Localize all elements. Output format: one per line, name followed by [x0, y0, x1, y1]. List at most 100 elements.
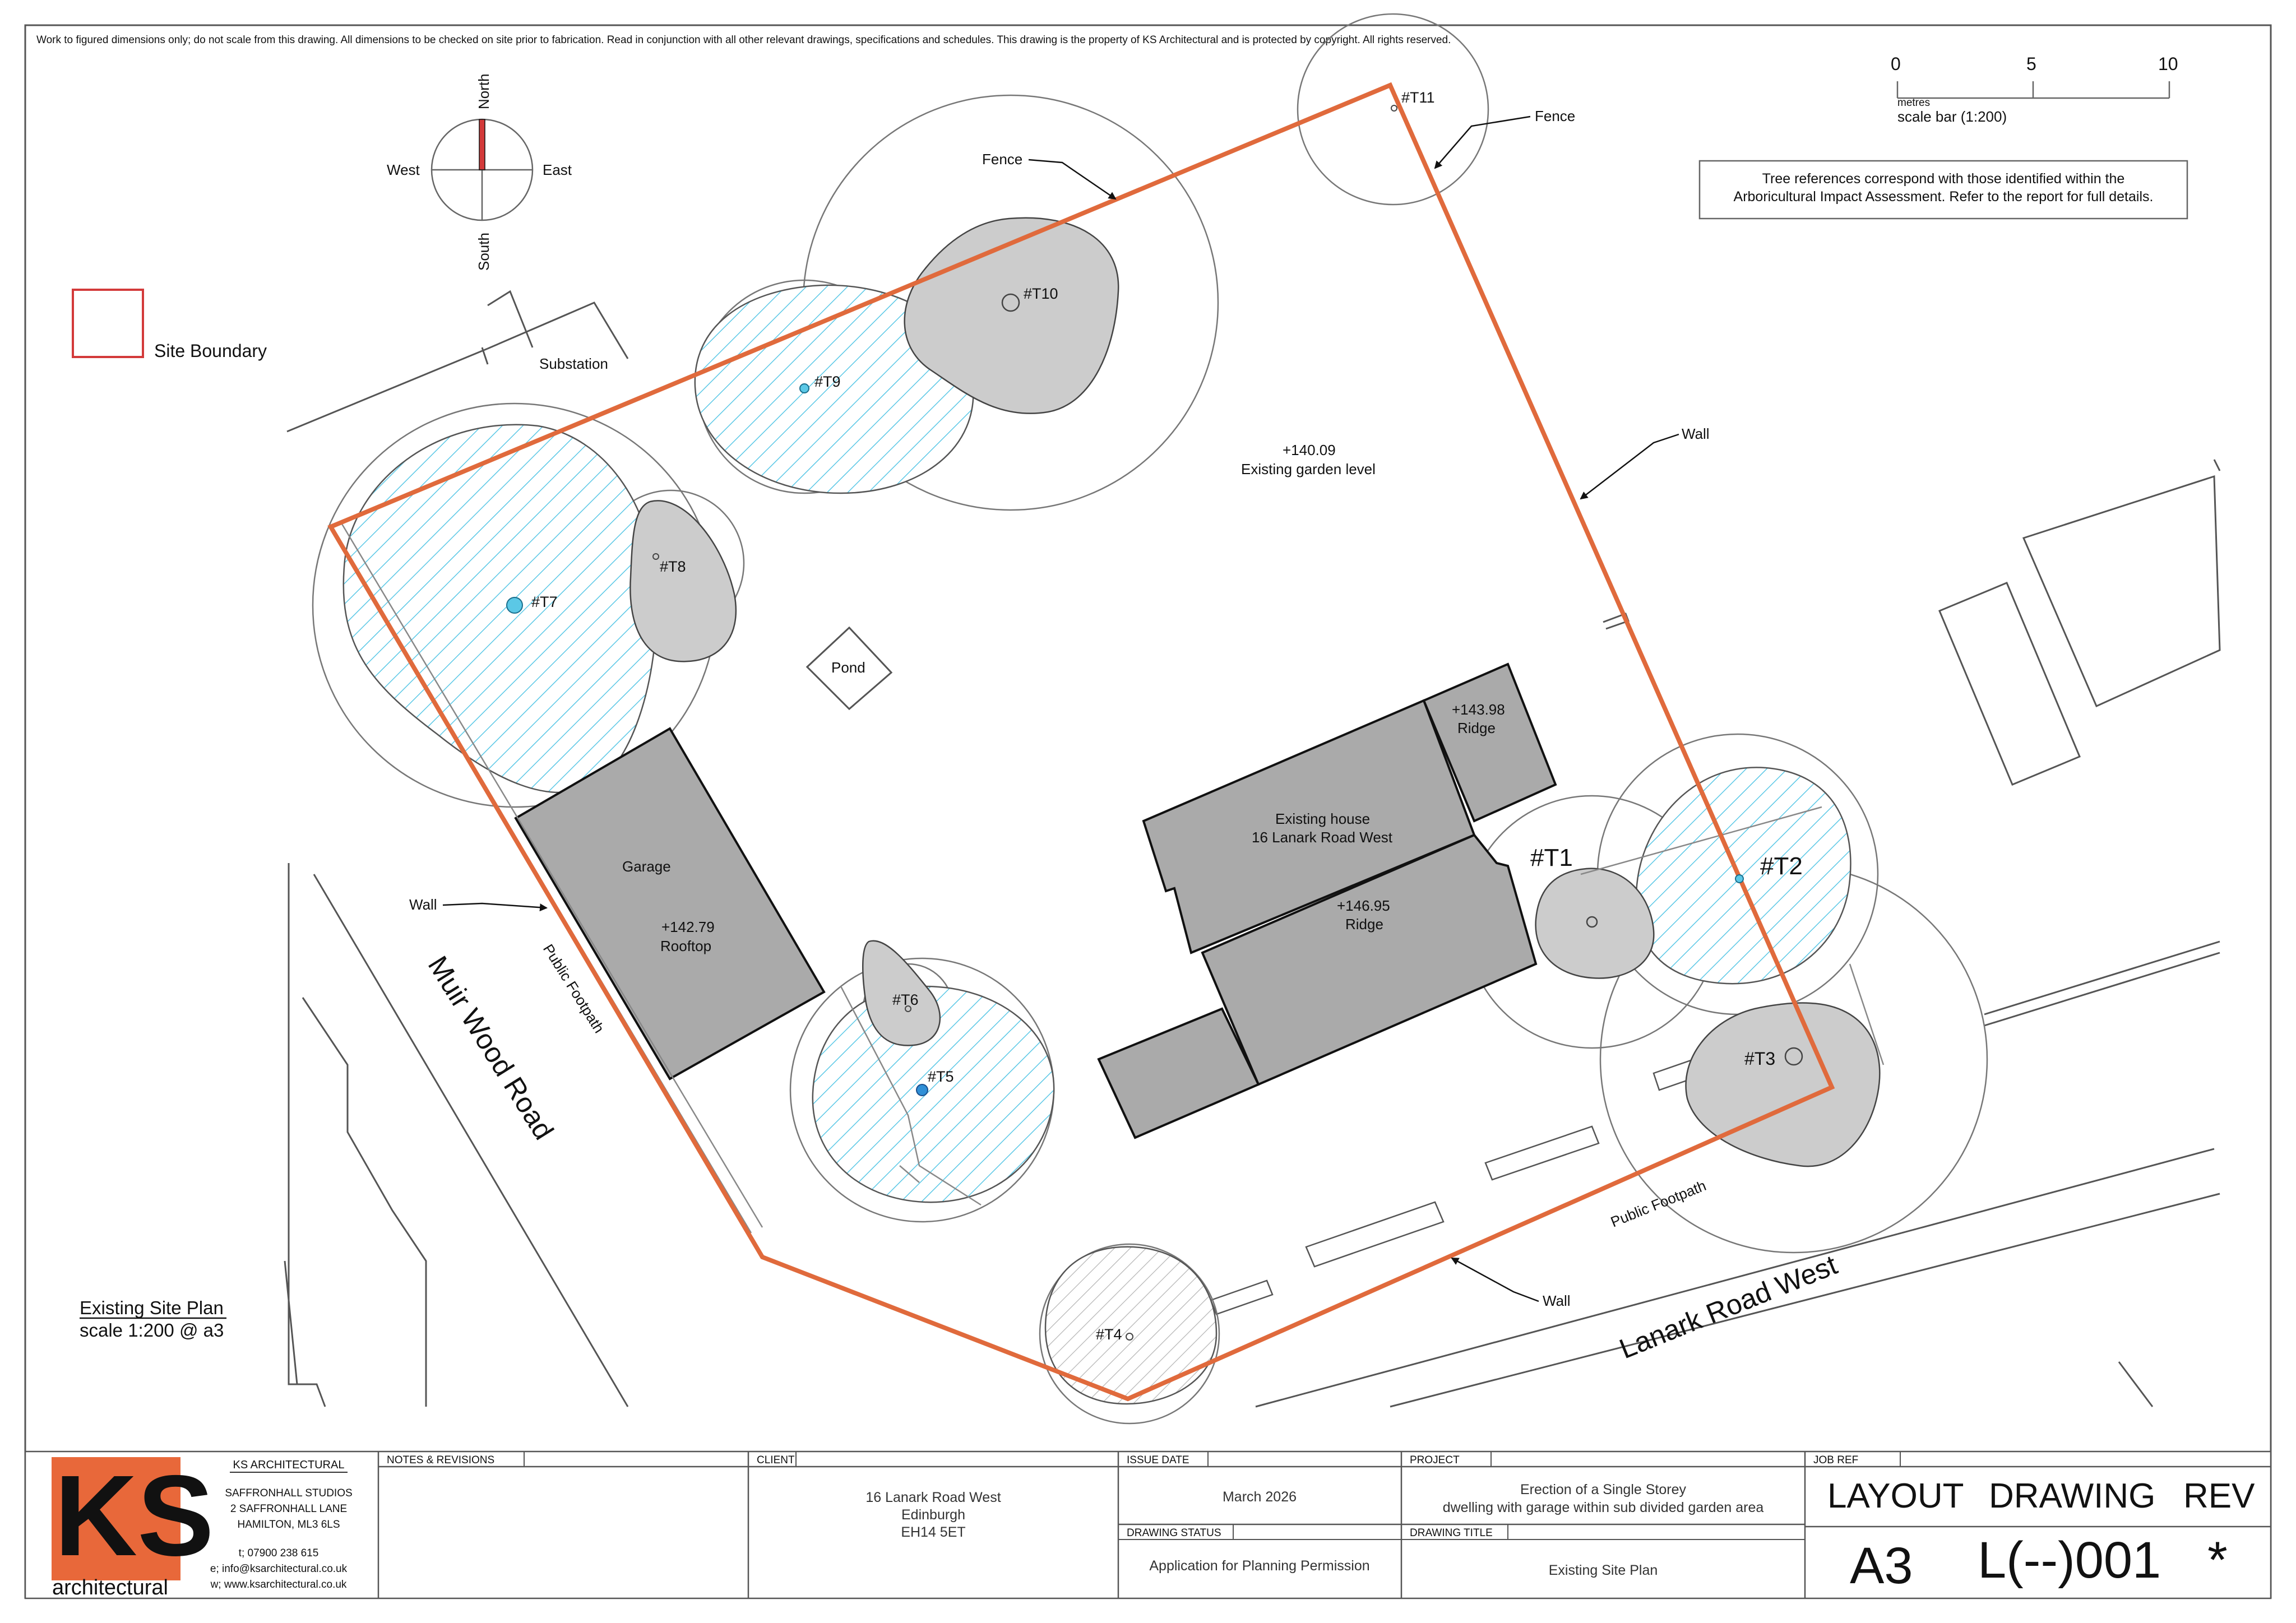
t6-canopy: [862, 940, 941, 1046]
drawing-status-value: Application for Planning Permission: [1149, 1558, 1369, 1574]
t6-label: #T6: [892, 991, 919, 1008]
project-header: PROJECT: [1410, 1454, 1460, 1466]
scale-tick-10: 10: [2158, 54, 2178, 74]
hatched-canopies: [342, 284, 1851, 1405]
address-3: HAMILTON, ML3 6LS: [237, 1519, 340, 1531]
grey-canopies: [629, 217, 1881, 1167]
t11-rpa-circle: [1297, 13, 1489, 206]
t5-label: #T5: [928, 1068, 954, 1085]
substation-plot: [481, 302, 629, 365]
company-phone: t; 07900 238 615: [239, 1547, 319, 1559]
client-line-2: Edinburgh: [901, 1507, 965, 1523]
t5-stem-icon: [916, 1084, 928, 1096]
legend: Site Boundary: [72, 289, 267, 361]
compass-north: North: [475, 73, 492, 109]
layout-label: LAYOUT: [1827, 1477, 1964, 1515]
tree-labels: #T7 #T8 #T9 #T10 #T11 #T6 #T5 #T4 #T1 #T…: [531, 89, 1803, 1343]
house-label-1: Existing house: [1275, 810, 1370, 827]
ks-logo: KS architectural: [52, 1452, 214, 1599]
drawing-title-header: DRAWING TITLE: [1410, 1527, 1493, 1539]
layout-value: A3: [1850, 1537, 1913, 1594]
client-line-1: 16 Lanark Road West: [865, 1490, 1001, 1505]
tree-stems: [506, 105, 1803, 1341]
drawing-title-value: Existing Site Plan: [1549, 1562, 1658, 1578]
t1-stem-icon: [1586, 916, 1598, 928]
rev-label: REV: [2183, 1477, 2255, 1515]
note-line-1: Tree references correspond with those id…: [1762, 171, 2125, 187]
t1-label: #T1: [1530, 844, 1573, 871]
compass: North South West East: [387, 73, 572, 271]
garden-level-text: Existing garden level: [1241, 461, 1376, 477]
t4-canopy: [1044, 1246, 1218, 1405]
compass-east: East: [543, 161, 572, 178]
address-1: SAFFRONHALL STUDIOS: [225, 1487, 352, 1499]
t4-stem-icon: [1126, 1333, 1133, 1341]
garage-level-value: +142.79: [661, 919, 715, 935]
house-label-2: 16 Lanark Road West: [1252, 829, 1393, 846]
garage-level-text: Rooftop: [660, 938, 711, 954]
issue-date-header: ISSUE DATE: [1127, 1454, 1189, 1466]
scale-unit: metres: [1897, 97, 1930, 109]
leader-labels: Fence Fence Wall Wall Wall: [409, 108, 1710, 1309]
house-extension: [1097, 1007, 1260, 1139]
site-boundary: [327, 82, 1835, 1402]
ridge-2-value: +143.98: [1452, 701, 1505, 718]
scale-tick-5: 5: [2026, 54, 2036, 74]
drawing-status-header: DRAWING STATUS: [1127, 1527, 1221, 1539]
footpath-label-2: Public Footpath: [1608, 1177, 1709, 1230]
t2-label: #T2: [1760, 852, 1803, 880]
t7-label: #T7: [531, 593, 558, 610]
ks-logo-sub: architectural: [52, 1576, 168, 1599]
t10-stem-icon: [1001, 293, 1020, 312]
t4-rpa-circle: [1039, 1243, 1220, 1425]
ridge-2-text: Ridge: [1457, 720, 1496, 736]
t3-label: #T3: [1744, 1049, 1775, 1069]
issue-date-value: March 2026: [1223, 1489, 1297, 1505]
job-ref-header: JOB REF: [1813, 1454, 1858, 1466]
ridge-1-text: Ridge: [1345, 916, 1383, 933]
drawing-label: DRAWING: [1989, 1477, 2155, 1515]
compass-west: West: [387, 161, 420, 178]
substation-label: Substation: [539, 355, 608, 372]
t6-stem-icon: [905, 1005, 911, 1012]
note-box: Tree references correspond with those id…: [1698, 160, 2188, 220]
client-line-3: EH14 5ET: [901, 1524, 965, 1540]
wall-label-1: Wall: [1682, 425, 1710, 442]
company-name: KS ARCHITECTURAL: [233, 1459, 345, 1471]
t7-stem-icon: [506, 597, 523, 614]
road-label-muir-wood: Muir Wood Road: [422, 950, 560, 1145]
t11-label: #T11: [1401, 89, 1435, 106]
site-boundary-legend-label: Site Boundary: [154, 341, 267, 361]
plan-title-text: Existing Site Plan: [80, 1297, 224, 1318]
garden-level-value: +140.09: [1283, 442, 1336, 458]
company-web: w; www.ksarchitectural.co.uk: [210, 1579, 347, 1590]
scale-tick-0: 0: [1891, 54, 1901, 74]
plan-scale-text: scale 1:200 @ a3: [80, 1320, 224, 1341]
road-label-lanark: Lanark Road West: [1615, 1249, 1841, 1365]
compass-south: South: [475, 233, 492, 271]
drawing-value: L(--)001: [1978, 1532, 2161, 1589]
pond-label: Pond: [831, 659, 865, 676]
pond: [806, 626, 893, 711]
ks-logo-text: KS: [54, 1452, 214, 1580]
t5-canopy: [812, 985, 1055, 1203]
leaders: [442, 115, 1679, 1302]
client-header: CLIENT: [757, 1454, 795, 1466]
t1-canopy: [1535, 868, 1655, 979]
t8-label: #T8: [660, 558, 686, 575]
fence-label-1: Fence: [982, 151, 1022, 168]
t2-stem-icon: [1735, 874, 1744, 883]
t3-stem-icon: [1784, 1047, 1803, 1066]
garage-label: Garage: [622, 858, 671, 875]
t11-stem-icon: [1391, 105, 1397, 112]
project-line-2: dwelling with garage within sub divided …: [1443, 1500, 1764, 1515]
plan-title: Existing Site Plan scale 1:200 @ a3: [80, 1297, 226, 1341]
rev-value: *: [2207, 1532, 2228, 1589]
ridge-1-value: +146.95: [1337, 897, 1390, 914]
t9-stem-icon: [799, 383, 809, 393]
t7-canopy: [342, 424, 658, 794]
wall-label-2: Wall: [409, 896, 437, 913]
notes-header: NOTES & REVISIONS: [387, 1454, 494, 1466]
title-block: KS architectural KS ARCHITECTURAL SAFFRO…: [24, 1450, 2272, 1599]
